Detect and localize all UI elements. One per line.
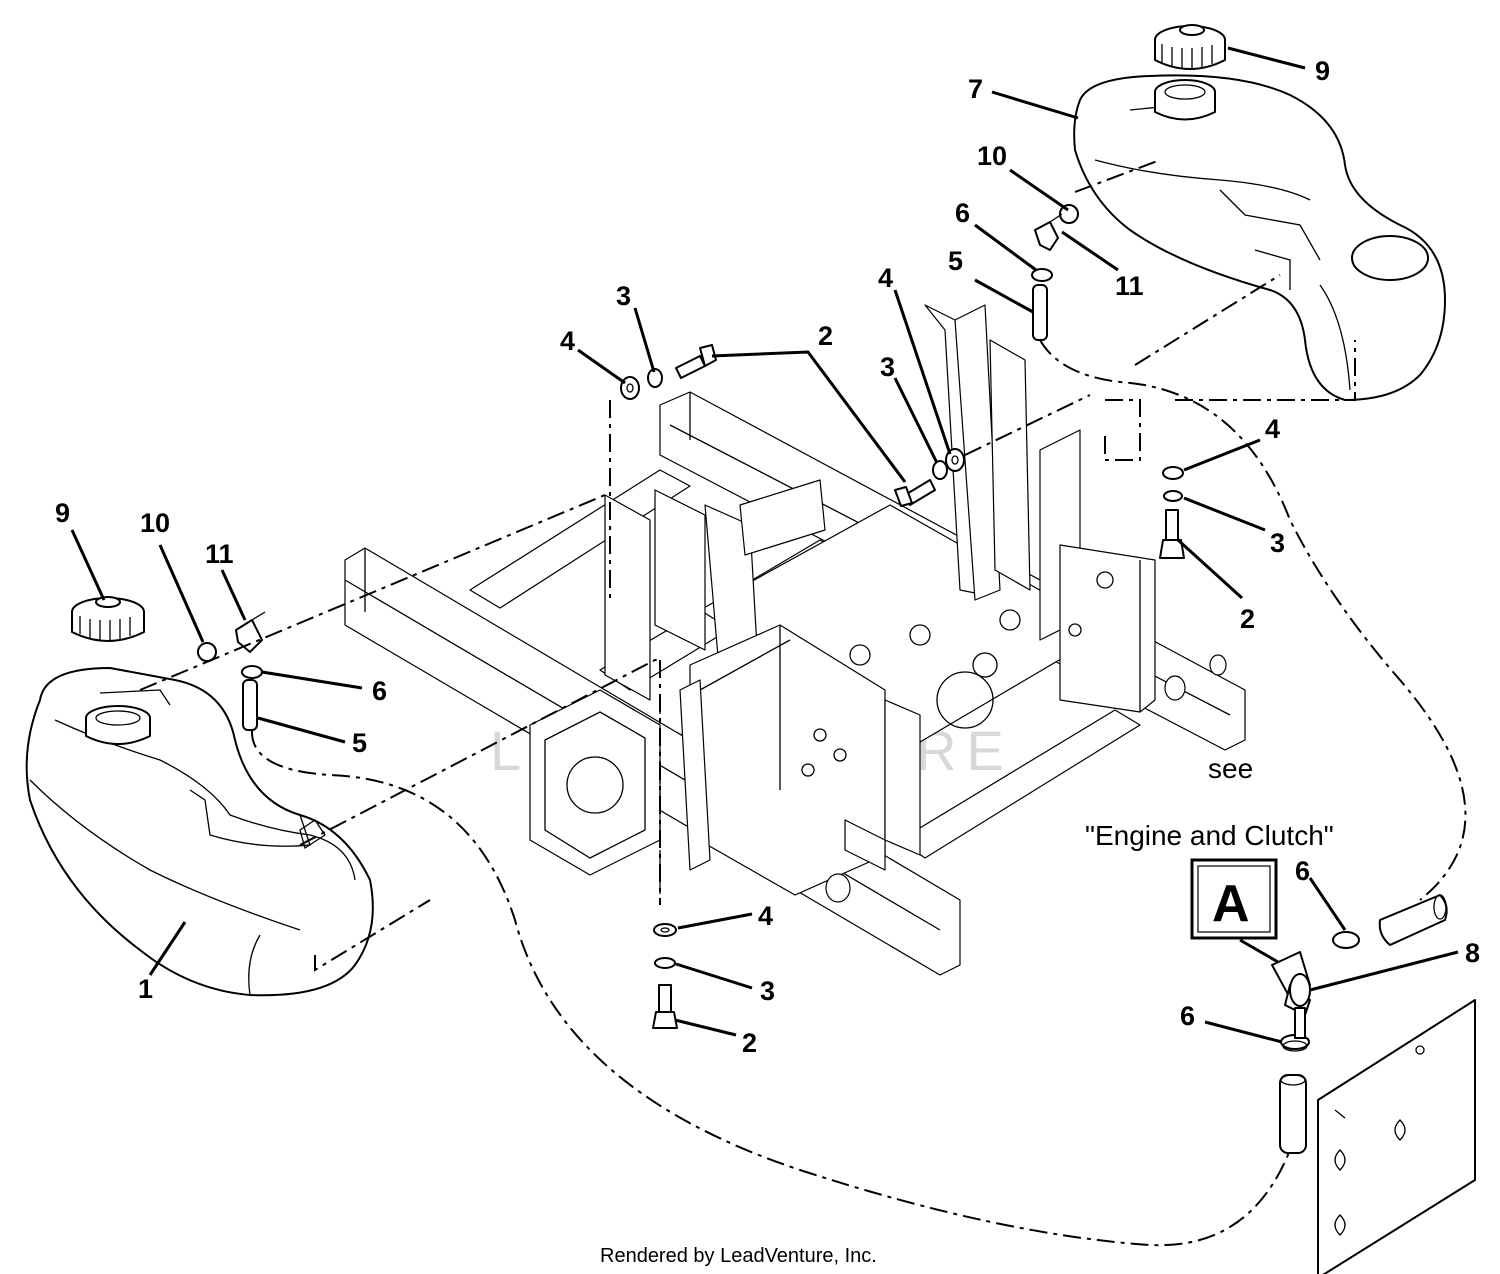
callout-6-left: 6 <box>372 676 387 706</box>
callout-6-valve-upper: 6 <box>1295 856 1310 886</box>
fuel-cap-right <box>1154 24 1226 70</box>
fuel-tank-right <box>1073 74 1446 401</box>
reference-note-line2: "Engine and Clutch" <box>1085 820 1334 851</box>
leader-lines <box>70 46 1459 1044</box>
callout-9-left: 9 <box>55 498 70 528</box>
bolt-right <box>1159 509 1185 559</box>
side-panel <box>1317 999 1476 1274</box>
footer-credit: Rendered by LeadVenture, Inc. <box>600 1245 877 1267</box>
callout-7: 7 <box>968 74 983 104</box>
fuel-tank-left <box>25 667 374 997</box>
washer-lock-top-left <box>647 368 663 388</box>
fuel-shutoff-valve <box>1271 951 1311 1039</box>
callout-10-right: 10 <box>977 141 1007 171</box>
callout-4-bottom: 4 <box>758 901 773 931</box>
reference-note: see "Engine and Clutch" A <box>1085 753 1334 940</box>
callout-11-right: 11 <box>1115 271 1144 301</box>
callout-3-bottom: 3 <box>760 976 775 1006</box>
callout-4-right: 4 <box>1265 414 1280 444</box>
grommet-right <box>1059 204 1079 224</box>
washer-lock-right <box>1163 490 1183 502</box>
callout-2-right: 2 <box>1240 604 1255 634</box>
bolt-top-left <box>675 344 717 379</box>
washer-flat-bottom <box>653 923 677 937</box>
fuel-hose-right-short <box>1032 284 1048 341</box>
reference-note-line1: see <box>1208 753 1253 784</box>
callout-4-top-left: 4 <box>560 326 575 356</box>
callout-9-right: 9 <box>1315 56 1330 86</box>
callout-3-top-left: 3 <box>616 281 631 311</box>
washer-flat-right <box>1162 466 1184 480</box>
callout-2-bottom: 2 <box>742 1028 757 1058</box>
callout-4-center: 4 <box>878 263 893 293</box>
elbow-fitting-right <box>1034 213 1063 251</box>
bolt-bottom <box>652 984 678 1029</box>
callout-3-right: 3 <box>1270 528 1285 558</box>
callout-5-left: 5 <box>352 728 367 758</box>
callout-6-valve-lower: 6 <box>1180 1001 1195 1031</box>
fuel-cap-left <box>71 596 145 642</box>
callout-11-left: 11 <box>205 539 234 569</box>
callout-labels: 9 7 10 11 6 5 4 3 2 4 3 4 3 2 9 10 11 6 … <box>55 56 1480 1058</box>
fuel-hose-left-short <box>242 679 258 731</box>
washer-flat-top-left <box>620 376 640 400</box>
fuel-hose-valve-lower <box>1279 1074 1307 1154</box>
hose-clamp-right-top <box>1031 268 1053 282</box>
fuel-hose-valve-upper <box>1378 894 1448 946</box>
bolt-center <box>894 479 936 507</box>
callout-8: 8 <box>1465 938 1480 968</box>
assembly-lines <box>139 159 1467 1247</box>
callout-1: 1 <box>138 974 153 1004</box>
chassis-frame <box>344 304 1246 976</box>
hose-clamp-left-top <box>241 665 263 679</box>
callout-10-left: 10 <box>140 508 170 538</box>
reference-box-letter: A <box>1212 875 1250 933</box>
reference-box <box>1190 858 1278 940</box>
callout-6-right: 6 <box>955 198 970 228</box>
callout-3-center: 3 <box>880 352 895 382</box>
elbow-fitting-left <box>235 611 266 653</box>
callout-5-right: 5 <box>948 246 963 276</box>
washer-lock-bottom <box>654 957 676 969</box>
hose-clamp-valve-upper <box>1332 931 1360 949</box>
washer-flat-center <box>945 448 965 472</box>
callout-2-top: 2 <box>818 321 833 351</box>
washer-lock-center <box>932 460 948 480</box>
